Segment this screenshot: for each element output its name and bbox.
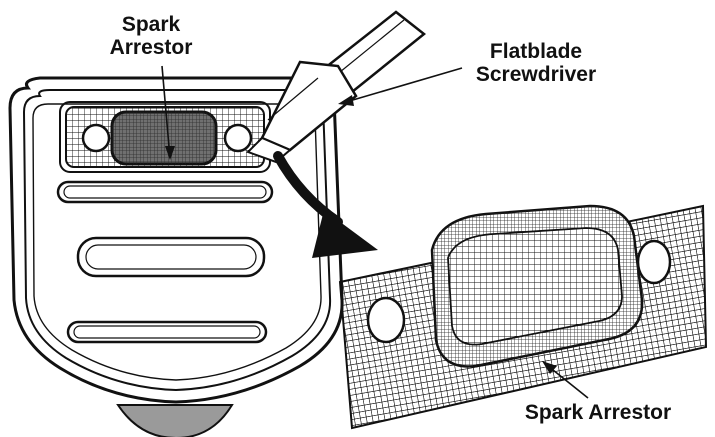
installed-spark-arrestor <box>59 101 271 173</box>
screwdriver-label: Flatblade Screwdriver <box>475 40 597 86</box>
muffler-slots <box>56 180 274 344</box>
spark-arrestor-label-top: Spark Arrestor <box>109 13 193 59</box>
spark-arrestor-label-bottom: Spark Arrestor <box>524 401 672 424</box>
removed-spark-arrestor <box>338 204 708 430</box>
leader-lines <box>161 65 589 399</box>
removal-arrow <box>273 151 378 258</box>
